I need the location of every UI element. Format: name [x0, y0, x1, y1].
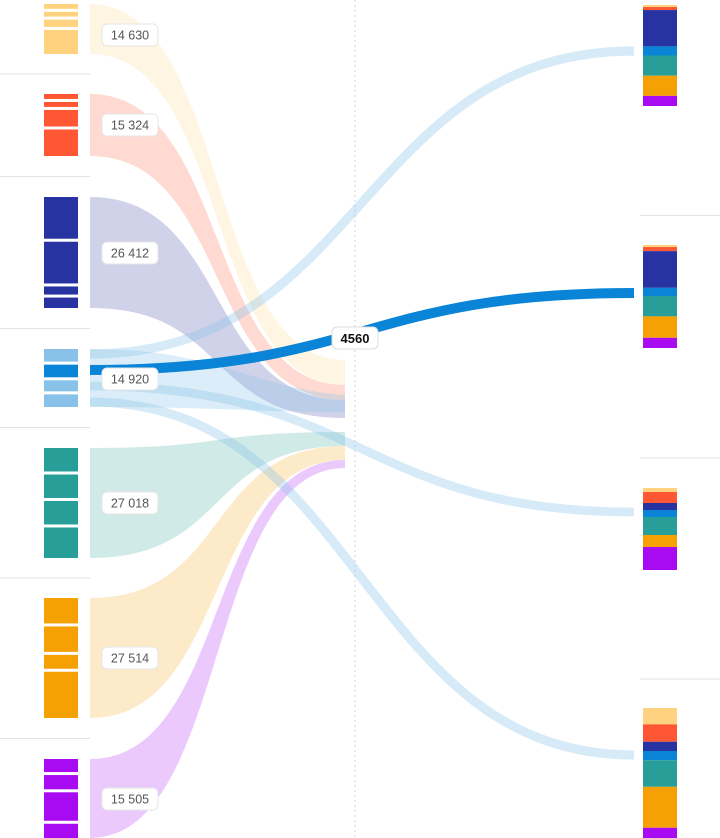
source-segment	[44, 500, 78, 525]
flow-callout: 4560	[331, 326, 379, 350]
source-node-s1[interactable]	[44, 4, 78, 54]
target-segment-s4	[643, 287, 677, 296]
flow-callout-box	[331, 326, 379, 350]
target-segment-s5	[643, 295, 677, 317]
target-segment-s6	[643, 316, 677, 338]
value-label-s5: 27 018	[111, 497, 149, 511]
source-segment	[44, 671, 78, 718]
source-segment	[44, 19, 78, 27]
value-label-box-s4	[101, 367, 159, 391]
source-segment	[44, 241, 78, 284]
source-value-labels: 14 630 15 324 26 412 14 920 27 018 27 514 15 5…	[101, 23, 159, 811]
target-segment-s5	[643, 760, 677, 787]
target-segment-s5	[643, 55, 677, 76]
flow-link-s4-t3[interactable]	[89, 381, 635, 517]
source-segment	[44, 654, 78, 669]
source-segment	[44, 759, 78, 773]
flow-links	[89, 46, 635, 760]
target-segment-s1	[643, 5, 677, 8]
target-segment-s3	[643, 503, 677, 510]
value-label-box-s5	[101, 491, 159, 515]
flow-link-s4-t4[interactable]	[89, 397, 635, 760]
value-label-s1: 14 630	[111, 29, 149, 43]
source-segment	[44, 792, 78, 821]
target-segment-s2	[643, 247, 677, 252]
value-label-box-s3	[101, 241, 159, 265]
separator-lines	[0, 73, 720, 739]
value-label-s6: 27 514	[111, 652, 149, 666]
source-band-s2	[90, 94, 345, 400]
source-band-s7	[90, 460, 345, 838]
target-segment-s6	[643, 535, 677, 547]
target-node-t4[interactable]	[643, 708, 677, 838]
source-segment	[44, 448, 78, 472]
value-label-s4: 14 920	[111, 373, 149, 387]
source-segment	[44, 775, 78, 790]
target-segment-s6	[643, 75, 677, 96]
target-segment-s3	[643, 10, 677, 47]
source-segment	[44, 394, 78, 407]
target-segment-s5	[643, 517, 677, 535]
target-segment-s7	[643, 95, 677, 106]
source-segment	[44, 297, 78, 308]
target-segment-s4	[643, 510, 677, 517]
target-segment-s2	[643, 7, 677, 11]
source-nodes	[44, 4, 78, 838]
target-segment-s3	[643, 251, 677, 288]
source-segment	[44, 349, 78, 362]
target-segment-s4	[643, 46, 677, 56]
source-node-s3[interactable]	[44, 197, 78, 308]
source-segment	[44, 286, 78, 295]
value-label-s2: 15 324	[111, 119, 149, 133]
source-node-s2[interactable]	[44, 94, 78, 156]
target-segment-s3	[643, 741, 677, 751]
target-node-t1[interactable]	[643, 5, 677, 106]
flow-callout-label: 4560	[341, 331, 370, 346]
source-segment	[44, 380, 78, 392]
value-label-s3: 26 412	[111, 247, 149, 261]
target-segment-s2	[643, 724, 677, 742]
source-segment	[44, 527, 78, 558]
source-segment	[44, 197, 78, 239]
flow-link-s4-t1[interactable]	[89, 46, 635, 359]
source-band-s5	[90, 432, 345, 558]
value-label-box-s7	[101, 787, 159, 811]
value-label-box-s2	[101, 113, 159, 137]
target-segment-s2	[643, 492, 677, 503]
source-segment	[44, 29, 78, 54]
target-segment-s1	[643, 708, 677, 725]
source-node-s4[interactable]	[44, 349, 78, 407]
source-node-s6[interactable]	[44, 598, 78, 718]
source-segment	[44, 11, 78, 17]
target-segment-s4	[643, 750, 677, 761]
source-band-s1	[90, 4, 345, 385]
source-segment	[44, 101, 78, 107]
source-segment	[44, 474, 78, 498]
target-segment-s7	[643, 827, 677, 838]
value-label-box-s6	[101, 646, 159, 670]
target-segment-s6	[643, 786, 677, 828]
value-label-box-s1	[101, 23, 159, 47]
source-segment	[44, 4, 78, 9]
value-label-s7: 15 505	[111, 793, 149, 807]
target-node-t2[interactable]	[643, 245, 677, 348]
source-segment	[44, 109, 78, 127]
target-node-t3[interactable]	[643, 488, 677, 570]
target-segment-s1	[643, 245, 677, 248]
target-nodes	[643, 5, 677, 838]
source-segment	[44, 364, 78, 378]
source-segment	[44, 129, 78, 156]
source-segment	[44, 94, 78, 99]
target-segment-s7	[643, 547, 677, 570]
source-segment	[44, 598, 78, 624]
source-segment	[44, 626, 78, 652]
source-node-s5[interactable]	[44, 448, 78, 558]
source-segment	[44, 823, 78, 838]
target-segment-s7	[643, 337, 677, 348]
target-segment-s1	[643, 488, 677, 492]
source-node-s7[interactable]	[44, 759, 78, 838]
